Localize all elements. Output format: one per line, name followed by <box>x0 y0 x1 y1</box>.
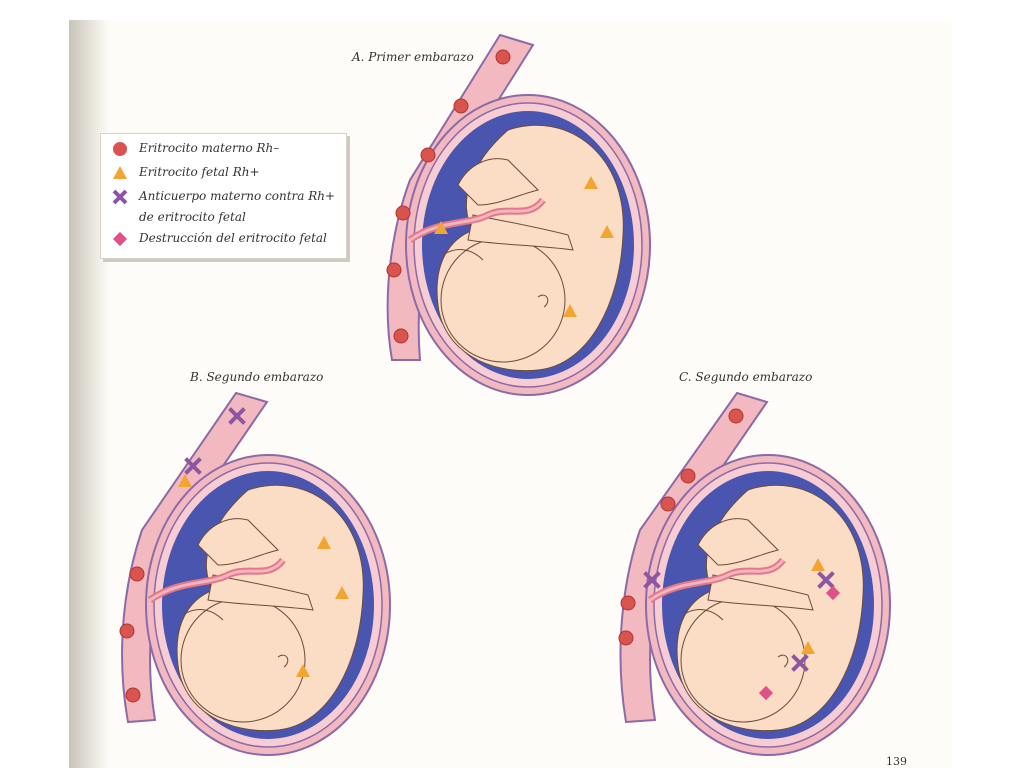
maternal-rbc-marker <box>125 687 141 703</box>
destruction-icon <box>112 231 128 247</box>
legend-destruction: Destrucción del eritrocito fetal <box>139 231 327 245</box>
maternal-rbc-marker <box>728 408 744 424</box>
maternal-rbc-marker <box>129 566 145 582</box>
panel-c-illustration <box>618 391 890 755</box>
caption-panel-b: B. Segundo embarazo <box>190 370 324 384</box>
maternal-rbc-marker <box>660 496 676 512</box>
page-number: 139 <box>886 755 907 768</box>
maternal-rbc-marker <box>386 262 402 278</box>
fetal-rbc-icon <box>113 166 127 179</box>
legend-antibody-cont: de eritrocito fetal <box>139 210 246 224</box>
panel-b-illustration <box>119 391 390 755</box>
maternal-rbc-marker <box>495 49 511 65</box>
maternal-rbc-marker <box>618 630 634 646</box>
fetus-a <box>406 95 650 395</box>
caption-panel-c: C. Segundo embarazo <box>679 370 813 384</box>
fetus-b <box>146 455 390 755</box>
fetus-c <box>646 455 890 755</box>
panel-a-illustration <box>386 33 650 395</box>
maternal-rbc-marker <box>420 147 436 163</box>
maternal-rbc-marker <box>620 595 636 611</box>
legend-fetal-rbc: Eritrocito fetal Rh+ <box>139 165 260 179</box>
maternal-rbc-marker <box>395 205 411 221</box>
legend-maternal-rbc: Eritrocito materno Rh– <box>139 141 280 155</box>
maternal-rbc-marker <box>393 328 409 344</box>
legend-antibody: Anticuerpo materno contra Rh+ <box>139 189 336 203</box>
maternal-rbc-icon <box>113 142 127 156</box>
maternal-rbc-marker <box>119 623 135 639</box>
maternal-rbc-marker <box>680 468 696 484</box>
legend-box: Eritrocito materno Rh– Eritrocito fetal … <box>100 133 347 259</box>
maternal-rbc-marker <box>453 98 469 114</box>
caption-panel-a: A. Primer embarazo <box>352 50 474 64</box>
antibody-icon <box>112 189 128 205</box>
